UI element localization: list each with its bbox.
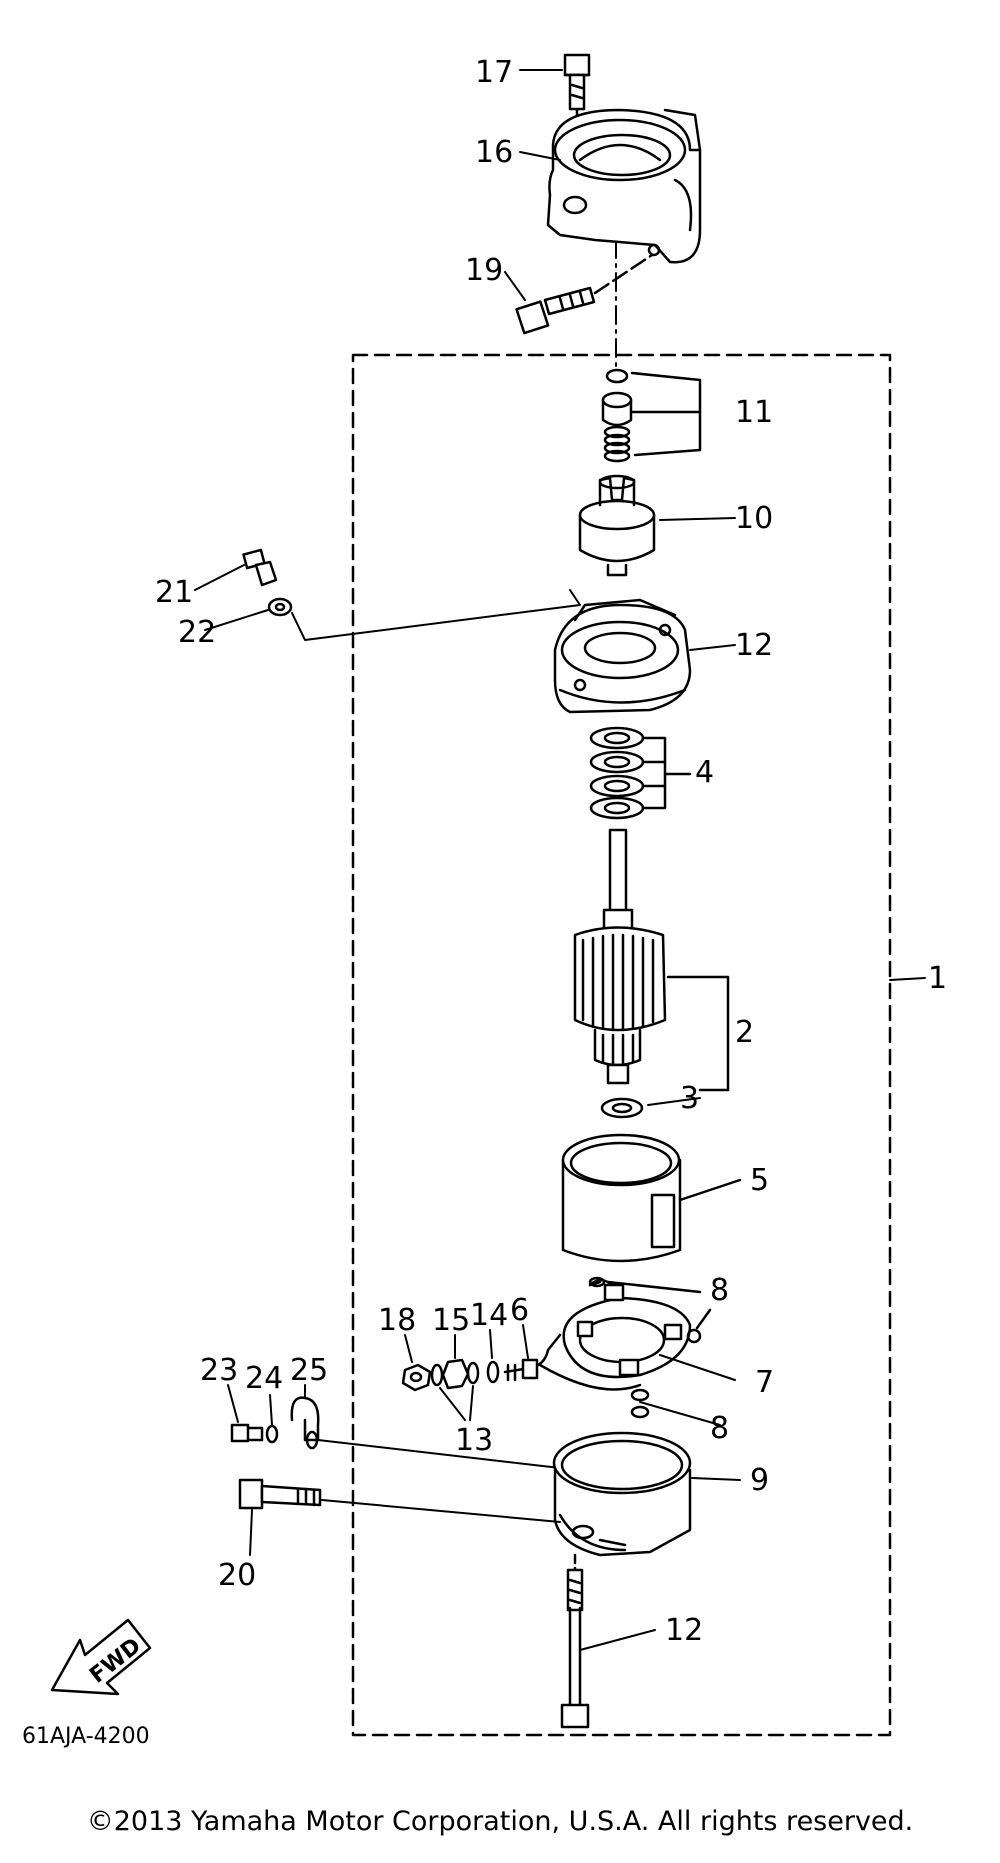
callout-22: 22 <box>178 615 216 650</box>
leader-lines <box>194 69 926 1651</box>
part-4-spring-stack <box>589 726 692 820</box>
part-8-upper <box>588 1276 712 1344</box>
callout-23: 23 <box>200 1353 238 1388</box>
callout-10: 10 <box>735 501 773 536</box>
part-25-clamp <box>290 1396 561 1469</box>
part-5-yoke <box>561 1133 742 1263</box>
part-18-upper-bracket <box>546 108 702 264</box>
callout-8-lower: 8 <box>710 1411 729 1446</box>
callout-20-upper: 19 <box>465 253 503 288</box>
callout-4: 4 <box>695 755 714 790</box>
callout-12: 12 <box>735 628 773 663</box>
callout-18: 16 <box>475 135 513 170</box>
callout-6: 6 <box>510 1293 529 1328</box>
part-17-nut <box>401 1363 432 1392</box>
part-20-lower-bolt <box>238 1478 561 1523</box>
part-13-through-bolt <box>560 1553 590 1729</box>
part-14-washer <box>486 1360 500 1384</box>
callout-13: 12 <box>665 1613 703 1648</box>
part-23-screw <box>230 1423 264 1443</box>
callout-25: 25 <box>290 1353 328 1388</box>
part-6-lead-wire <box>503 1333 562 1382</box>
callout-11: 11 <box>735 395 773 430</box>
copyright-notice: ©2013 Yamaha Motor Corporation, U.S.A. A… <box>86 1806 914 1837</box>
part-20-upper-bolt <box>515 253 654 335</box>
drawing-code: 61AJA-4200 <box>22 1724 150 1749</box>
callout-14: 14 <box>470 1298 508 1333</box>
part-12-front-bracket <box>553 598 692 714</box>
callout-1: 1 <box>928 961 947 996</box>
fwd-arrow-icon <box>50 1618 152 1696</box>
part-3-washer <box>600 1097 644 1119</box>
part-21-screw <box>242 548 278 587</box>
callout-19: 17 <box>475 55 513 90</box>
callout-21: 21 <box>155 575 193 610</box>
assembly-boundary <box>351 353 892 1737</box>
callout-16: 15 <box>432 1303 470 1338</box>
callout-5: 5 <box>750 1163 769 1198</box>
part-24-washer <box>265 1424 279 1444</box>
callout-7: 7 <box>755 1365 774 1400</box>
callout-3: 3 <box>680 1081 699 1116</box>
callout-8-upper: 8 <box>710 1273 729 1308</box>
callout-15: 13 <box>455 1423 493 1458</box>
part-2-armature <box>573 828 730 1092</box>
callout-9: 9 <box>750 1463 769 1498</box>
part-7-brush-holder <box>538 1278 692 1391</box>
part-10-pinion-drive <box>578 474 656 577</box>
part-11-stopper-set <box>601 368 702 463</box>
part-16-nut <box>441 1358 470 1390</box>
callout-17: 18 <box>378 1303 416 1338</box>
part-8-lower <box>630 1388 650 1419</box>
callout-2: 2 <box>735 1015 754 1050</box>
callout-20-lower: 20 <box>218 1558 256 1593</box>
part-22-washer <box>267 589 581 641</box>
part-9-rear-cover <box>552 1431 692 1557</box>
callout-24: 24 <box>245 1361 283 1396</box>
